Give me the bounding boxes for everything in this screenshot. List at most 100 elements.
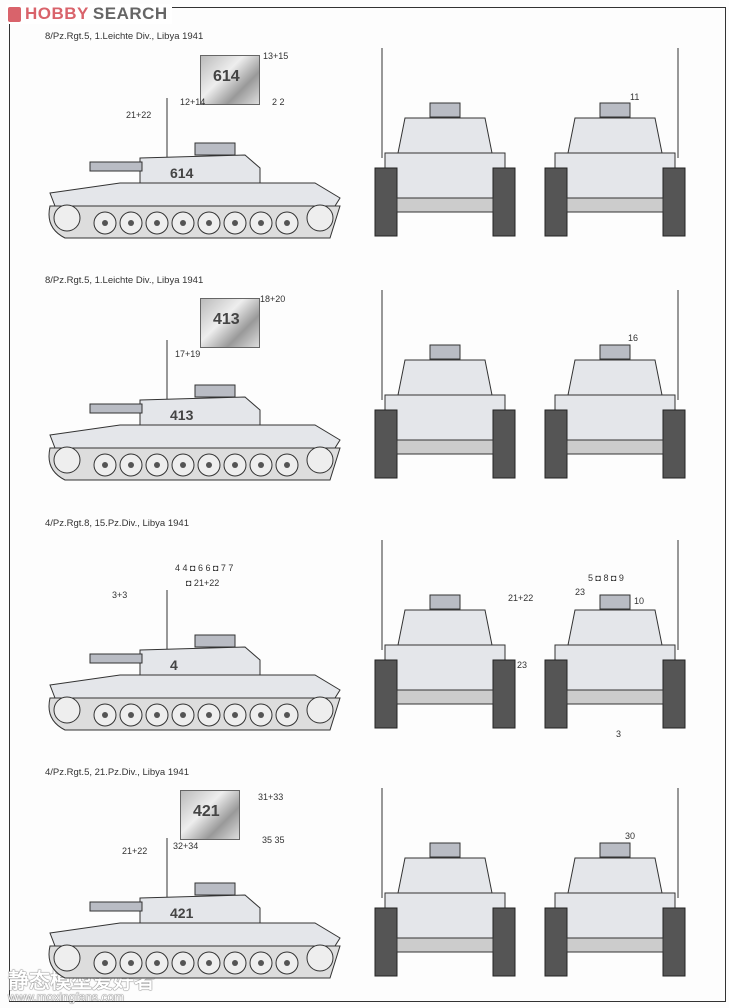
- gun-barrel: [89, 901, 143, 912]
- commander-cupola: [194, 882, 236, 896]
- wheel-hub: [128, 712, 134, 718]
- commander-cupola: [599, 344, 631, 360]
- lower-hull: [396, 689, 494, 705]
- turret-number: 413: [170, 407, 194, 423]
- callout: 2 2: [272, 97, 285, 107]
- callout: 5 ◘ 8 ◘ 9: [588, 573, 624, 583]
- tank-rear-view: [544, 48, 686, 237]
- callout: 12+14: [180, 97, 206, 107]
- wheel-hub: [154, 712, 160, 718]
- tank-front-view: [374, 788, 516, 977]
- callout: ◘ 21+22: [186, 578, 220, 588]
- wheel-hub: [154, 462, 160, 468]
- turret-detail-inset: 614: [200, 55, 260, 105]
- lower-hull: [566, 197, 664, 213]
- wheel-hub: [284, 462, 290, 468]
- turret: [567, 609, 663, 646]
- turret-detail-inset: 413: [200, 298, 260, 348]
- callout: 21+22: [122, 846, 148, 856]
- wheel-hub: [180, 960, 186, 966]
- wheel-hub: [232, 220, 238, 226]
- left-track: [544, 167, 568, 237]
- tank-front-view: [374, 540, 516, 729]
- left-track: [374, 659, 398, 729]
- turret: [397, 857, 493, 894]
- wheel-hub: [102, 712, 108, 718]
- turret: [397, 609, 493, 646]
- callout: 13+15: [263, 51, 289, 61]
- commander-cupola: [194, 384, 236, 398]
- tank-side-view: 4: [48, 590, 341, 731]
- tank-side-view: 421: [48, 838, 341, 979]
- drive-sprocket: [53, 944, 81, 972]
- wheel-hub: [128, 220, 134, 226]
- scheme-title-1: 8/Pz.Rgt.5, 1.Leichte Div., Libya 1941: [45, 31, 204, 42]
- wheel-hub: [102, 960, 108, 966]
- logo-search: SEARCH: [92, 4, 168, 23]
- tank-rear-view: [544, 290, 686, 479]
- tank-side-view: 614: [48, 98, 341, 239]
- turret-number: 4: [170, 657, 178, 673]
- hull: [384, 644, 506, 691]
- tank-rear-view: [544, 540, 686, 729]
- tank-front-view: [374, 48, 516, 237]
- lower-hull: [396, 937, 494, 953]
- commander-cupola: [599, 594, 631, 610]
- wheel-hub: [154, 960, 160, 966]
- drive-sprocket: [53, 204, 81, 232]
- wheel-hub: [102, 462, 108, 468]
- hull: [554, 394, 676, 441]
- hull: [384, 892, 506, 939]
- turret-number: 421: [170, 905, 194, 921]
- hobby-search-logo: HOBBY SEARCH: [6, 4, 172, 24]
- right-track: [492, 907, 516, 977]
- logo-hobby: HOBBY: [25, 4, 89, 23]
- turret: [567, 857, 663, 894]
- watermark-url: www.moxingfans.com: [8, 990, 125, 1004]
- hull: [554, 644, 676, 691]
- left-track: [544, 409, 568, 479]
- commander-cupola: [599, 842, 631, 858]
- right-track: [662, 907, 686, 977]
- turret-number: 614: [170, 165, 194, 181]
- scheme-title-4: 4/Pz.Rgt.5, 21.Pz.Div., Libya 1941: [45, 767, 189, 778]
- commander-cupola: [429, 102, 461, 118]
- gun-barrel: [89, 403, 143, 414]
- turret: [139, 396, 261, 426]
- logo-icon: [8, 6, 21, 22]
- commander-cupola: [194, 142, 236, 156]
- lower-hull: [396, 439, 494, 455]
- wheel-hub: [258, 462, 264, 468]
- callout: 31+33: [258, 792, 284, 802]
- turret: [397, 117, 493, 154]
- callout: 3: [616, 729, 622, 739]
- commander-cupola: [429, 594, 461, 610]
- callout: 32+34: [173, 841, 199, 851]
- wheel-hub: [180, 462, 186, 468]
- hull: [49, 182, 341, 207]
- hull: [384, 152, 506, 199]
- commander-cupola: [429, 842, 461, 858]
- wheel-hub: [154, 220, 160, 226]
- commander-cupola: [599, 102, 631, 118]
- idler-wheel: [306, 446, 334, 474]
- callout: 18+20: [260, 294, 286, 304]
- commander-cupola: [429, 344, 461, 360]
- right-track: [492, 659, 516, 729]
- turret: [567, 117, 663, 154]
- left-track: [374, 907, 398, 977]
- lower-hull: [566, 689, 664, 705]
- wheel-hub: [206, 712, 212, 718]
- page-frame: [9, 7, 726, 1002]
- idler-wheel: [306, 696, 334, 724]
- wheel-hub: [258, 712, 264, 718]
- right-track: [662, 167, 686, 237]
- callout: 35 35: [262, 835, 285, 845]
- scheme-title-2: 8/Pz.Rgt.5, 1.Leichte Div., Libya 1941: [45, 275, 204, 286]
- turret-number: 413: [213, 311, 240, 328]
- wheel-hub: [206, 960, 212, 966]
- wheel-hub: [180, 712, 186, 718]
- turret: [567, 359, 663, 396]
- wheel-hub: [258, 960, 264, 966]
